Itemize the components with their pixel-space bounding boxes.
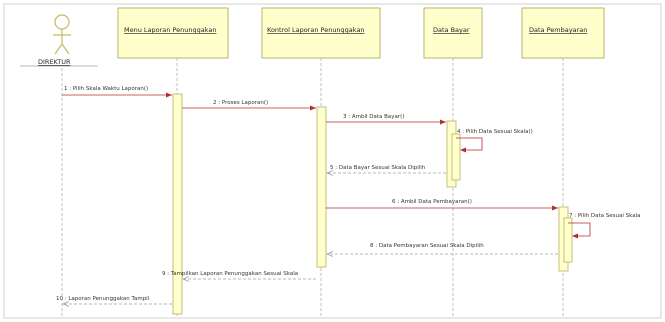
message-1-head <box>166 92 172 98</box>
message-6-head <box>552 205 558 211</box>
lifeline-bayar-label: Data Bayar <box>433 26 470 34</box>
message-8-label: 8 : Data Pembayaran Sesuai Skala Dipilih <box>370 243 484 249</box>
message-8-head <box>325 251 334 257</box>
activation-kontrol <box>316 106 327 268</box>
actor-direktur: DIREKTUR <box>20 14 98 67</box>
message-5-label: 5 : Data Bayar Sesuai Skala Dipilih <box>330 165 426 171</box>
message-2-head <box>310 105 316 111</box>
message-7-arrow <box>568 222 591 237</box>
lifeline-menu-header: Menu Laporan Penunggakan <box>117 7 229 59</box>
message-5-head <box>325 170 334 176</box>
message-9-head <box>181 276 190 282</box>
activation-bayar-self <box>451 133 461 181</box>
message-6-label: 6 : Ambil Data Pembayaran() <box>392 199 472 205</box>
activation-menu <box>172 93 183 315</box>
lifeline-pembayaran-label: Data Pembayaran <box>529 26 587 34</box>
message-3-head <box>440 119 446 125</box>
message-10-head <box>61 301 70 307</box>
lifeline-kontrol-header: Kontrol Laporan Penunggakan <box>261 7 381 59</box>
lifeline-kontrol-box <box>261 7 381 59</box>
message-2-label: 2 : Proses Laporan() <box>213 100 268 106</box>
message-4-head <box>460 147 466 153</box>
message-3-label: 3 : Ambil Data Bayar() <box>343 114 404 120</box>
lifeline-bayar-header: Data Bayar <box>423 7 483 59</box>
lifeline-kontrol-label: Kontrol Laporan Penunggakan <box>267 26 365 34</box>
message-1-label: 1 : Pilih Skala Waktu Laporan() <box>64 86 148 92</box>
message-10-label: 10 : Laporan Penunggakan Tampil <box>56 296 150 302</box>
actor-leg-left <box>54 43 63 55</box>
message-4-arrow <box>456 137 483 151</box>
message-9-label: 9 : Tampilkan Laporan Penunggakan Sesuai… <box>162 271 298 277</box>
actor-leg-right <box>61 43 70 55</box>
lifeline-menu-box <box>117 7 229 59</box>
message-7-head <box>572 233 578 239</box>
message-4-label: 4 : Pilih Data Sesuai Skala() <box>457 129 533 135</box>
actor-label: DIREKTUR <box>38 58 71 66</box>
lifeline-menu-label: Menu Laporan Penunggakan <box>124 26 217 34</box>
lifeline-pembayaran-header: Data Pembayaran <box>521 7 605 59</box>
activation-pembayaran-self <box>563 217 573 263</box>
message-7-label: 7 : Pilih Data Sesuai Skala <box>569 213 640 219</box>
